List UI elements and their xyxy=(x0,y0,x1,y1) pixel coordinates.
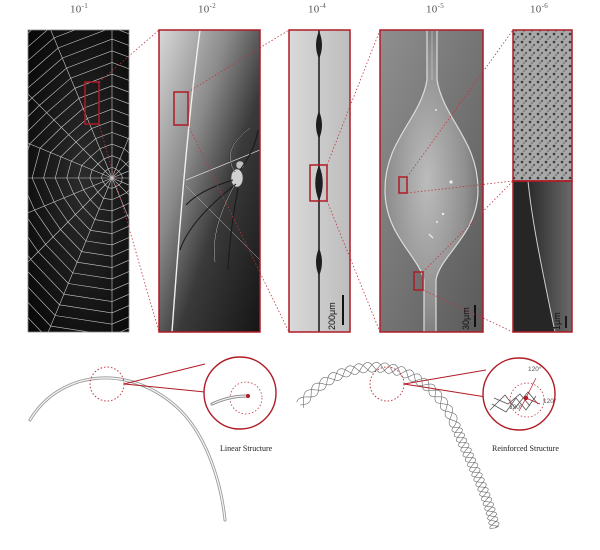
angle-label-2: 120° xyxy=(543,398,556,405)
panel-surface-sem xyxy=(513,30,572,332)
angle-label-3: 120° xyxy=(509,404,522,411)
caption-linear-structure: Linear Structure xyxy=(220,444,272,453)
scale-bar-label-4: 30μm xyxy=(461,307,471,330)
caption-reinforced-structure: Reinforced Structure xyxy=(492,444,559,453)
linear-structure-diagram xyxy=(30,357,276,520)
scale-bar-label-5: 1μm xyxy=(552,312,562,330)
panel-bead-sem xyxy=(380,30,483,332)
scale-bar-label-3: 200μm xyxy=(327,302,337,330)
panel-spider-photo xyxy=(159,30,260,332)
panel-thread-micrograph xyxy=(289,30,350,332)
angle-label-1: 120° xyxy=(528,366,541,373)
